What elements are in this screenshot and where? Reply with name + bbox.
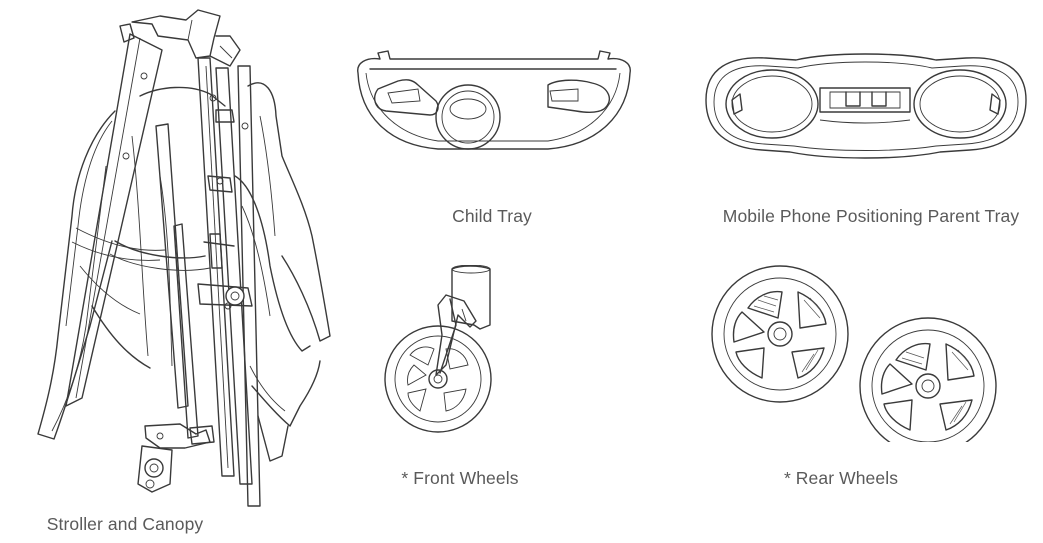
front-wheel-icon: [380, 265, 500, 455]
parent-tray-caption: Mobile Phone Positioning Parent Tray: [722, 206, 1020, 226]
stroller-caption: Stroller and Canopy: [46, 514, 204, 534]
child-tray-icon: [348, 45, 638, 160]
child-tray-caption: Child Tray: [452, 206, 532, 226]
front-wheels-caption: * Front Wheels: [401, 468, 519, 488]
rear-wheels-icon: [708, 262, 1008, 442]
folded-stroller-icon: [20, 6, 340, 511]
parent-tray-icon: [700, 48, 1030, 163]
rear-wheels-caption: * Rear Wheels: [783, 468, 899, 488]
